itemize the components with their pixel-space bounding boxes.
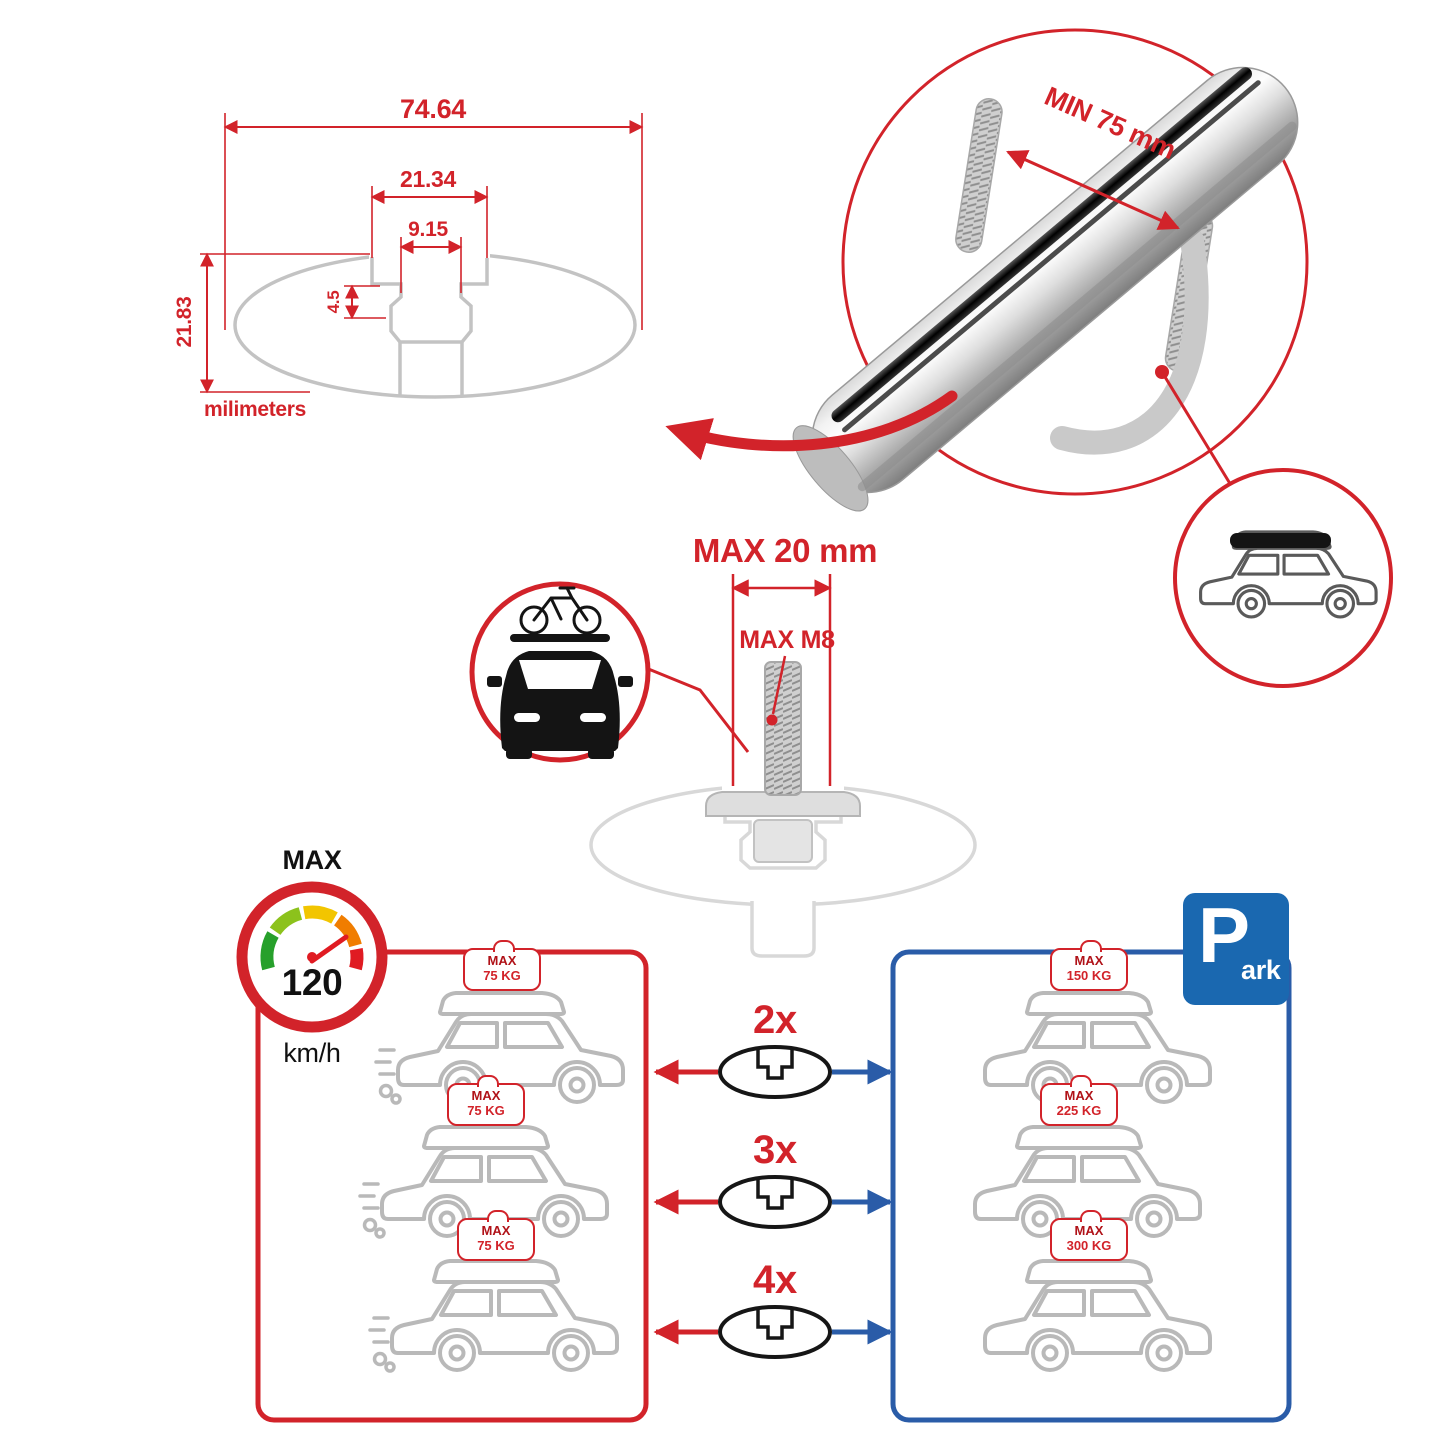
max-thread-label: MAX M8 [739,626,835,654]
mirror-right [618,676,633,687]
multiplier-label: 2x [753,998,797,1042]
crossbar-detail-circle [792,28,1309,512]
dim-width-label: 74.64 [399,94,467,124]
bike-rack-icon [469,581,750,763]
cargo-box-icon [1230,533,1331,548]
speed-value-label: 120 [281,962,343,1003]
parking-ark-label: ark [1241,955,1281,985]
connector-line [1160,371,1242,501]
t-bolt-head [753,819,813,863]
tag-weight-label: 75 KG [483,967,521,983]
roofbox-car-icon [1173,468,1393,688]
car-front-with-bike [487,586,633,759]
roof-rack-bar [510,634,610,642]
tag-max-label: MAX [481,1223,511,1238]
speedometer-icon [236,881,388,1033]
tag-max-label: MAX [487,953,517,968]
dim-slot-label: 9.15 [408,218,448,241]
tag-weight-label: 300 KG [1066,1237,1112,1253]
crossbar-section-icon [718,1175,832,1229]
usage-comparison [236,881,1292,1423]
dim-height-label: 21.83 [173,296,196,348]
headlight-left [514,713,540,722]
multiplier-label: 4x [753,1258,797,1302]
dimension-lines [200,113,644,394]
bolt-diagram [589,574,977,958]
cargo-weight-tag: MAX 300 KG [1050,1210,1128,1261]
tag-weight-label: 150 KG [1066,967,1112,983]
headlight-right [580,713,606,722]
max-width-label: MAX 20 mm [692,532,878,569]
tag-max-label: MAX [1064,1088,1094,1103]
dim-channel-label: 21.34 [399,166,457,192]
cargo-weight-tag: MAX 225 KG [1040,1075,1118,1126]
speed-max-label: MAX [282,845,342,875]
crossbar-section-icon [718,1305,832,1359]
cargo-weight-tag: MAX 150 KG [1050,940,1128,991]
min-clamp-arrow [1006,150,1180,230]
profile-drawing [200,113,644,399]
parking-sign [1183,893,1289,1005]
tag-max-label: MAX [1074,1223,1104,1238]
tag-max-label: MAX [471,1088,501,1103]
windshield [519,660,601,689]
dim-step-label: 4.5 [324,290,343,314]
tag-weight-label: 225 KG [1056,1102,1102,1118]
tag-weight-label: 75 KG [477,1237,515,1253]
crossbar-section-icon [718,1045,832,1099]
units-label: milimeters [204,398,307,421]
cargo-weight-tag: MAX 75 KG [447,1075,525,1126]
pointer-arrow [665,390,958,461]
clamp-bolts [955,98,1214,455]
tag-max-label: MAX [1074,953,1104,968]
crossbar-count-rows [653,1045,893,1359]
tag-weight-label: 75 KG [467,1102,505,1118]
needle [309,934,349,964]
threaded-stud [764,661,802,796]
bicycle-icon [519,586,602,635]
multiplier-label: 3x [753,1128,797,1172]
mirror-left [487,676,502,687]
parking-p-label: P [1198,891,1250,979]
speed-unit-label: km/h [283,1038,341,1068]
clamp-plate [705,791,861,817]
connector-line [645,666,750,753]
cargo-weight-tag: MAX 75 KG [457,1210,535,1261]
cargo-weight-tag: MAX 75 KG [463,940,541,991]
